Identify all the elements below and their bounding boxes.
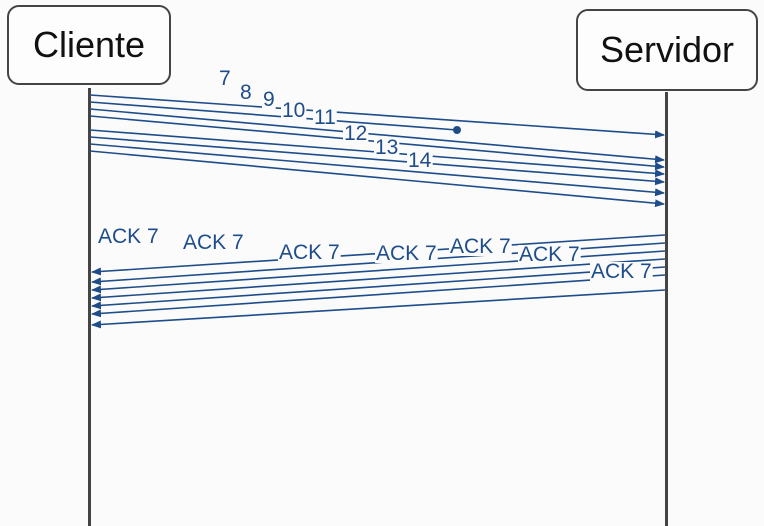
- segment-label: 8: [240, 81, 252, 104]
- segment-arrow: [89, 143, 665, 197]
- ack-label: ACK 7: [519, 243, 580, 266]
- segment-arrow: [89, 108, 665, 164]
- client-participant-label: Cliente: [32, 24, 146, 65]
- segment-label: 10: [282, 99, 305, 122]
- segment-label: 7: [219, 67, 231, 90]
- segment-label: 14: [408, 149, 432, 172]
- lost-segment-dot: [453, 126, 461, 134]
- server-participant-label: Servidor: [599, 29, 735, 70]
- segment-arrow: [89, 94, 665, 139]
- segment-label: 12: [344, 122, 367, 145]
- server-lifeline: [665, 92, 668, 526]
- ack-arrow: [91, 289, 666, 329]
- segment-arrow: [89, 150, 665, 208]
- ack-arrow: [91, 274, 666, 318]
- segment-arrow-lost: [89, 101, 458, 131]
- ack-label: ACK 7: [591, 260, 652, 283]
- ack-arrow: [91, 258, 666, 302]
- segment-label: 11: [314, 106, 336, 129]
- segment-label: 9: [263, 88, 275, 111]
- ack-label: ACK 7: [183, 231, 244, 254]
- client-participant-box: Cliente: [7, 5, 171, 85]
- ack-label: ACK 7: [98, 225, 159, 248]
- ack-label: ACK 7: [450, 235, 511, 258]
- segment-arrow: [89, 136, 665, 186]
- ack-arrow: [91, 266, 666, 310]
- ack-label: ACK 7: [376, 242, 437, 265]
- client-lifeline: [88, 88, 91, 526]
- server-participant-box: Servidor: [576, 9, 758, 91]
- ack-label: ACK 7: [279, 241, 340, 264]
- segment-label: 13: [375, 136, 398, 159]
